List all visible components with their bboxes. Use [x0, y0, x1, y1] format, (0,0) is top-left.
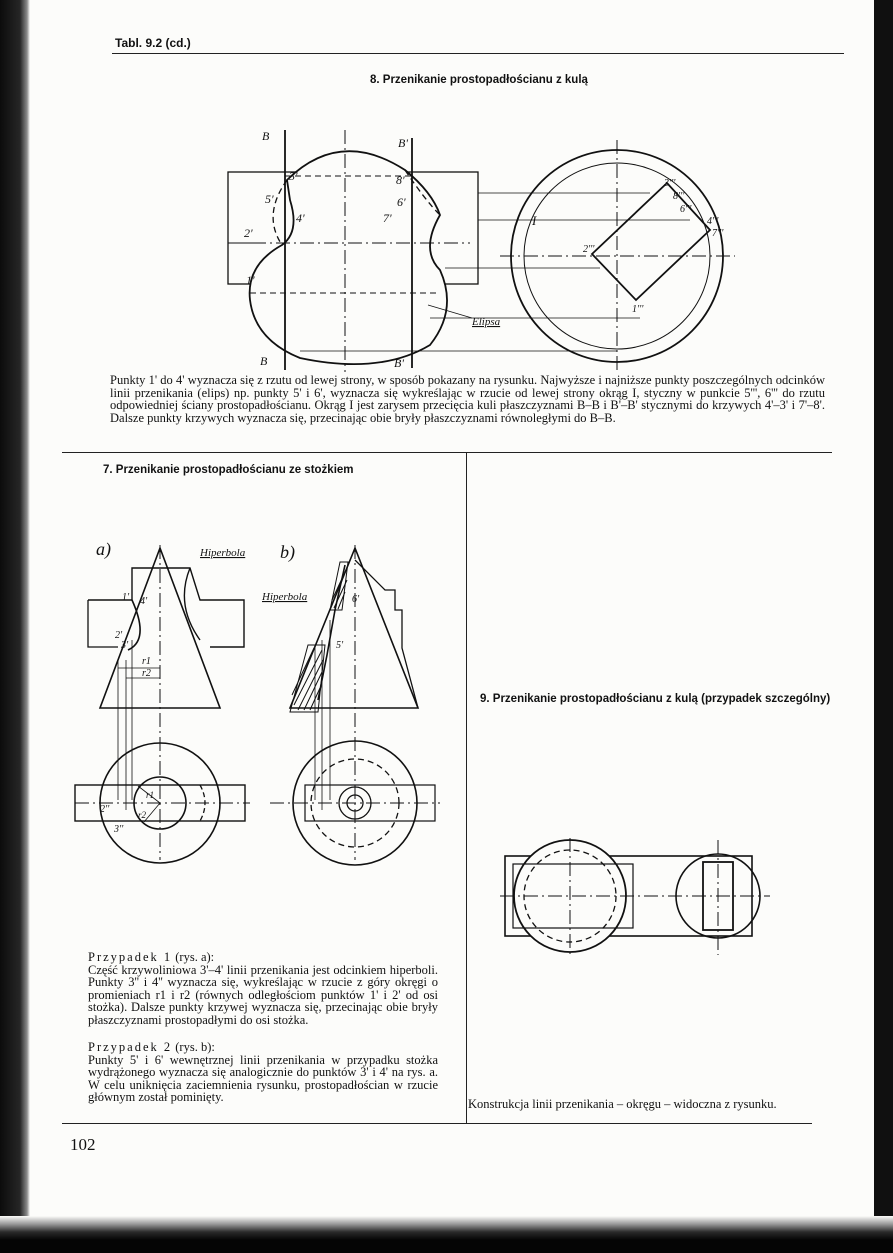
case-1-text: Przypadek 1 (rys. a): Część krzywoliniow…: [88, 950, 438, 1027]
svg-text:2''': 2''': [583, 244, 595, 255]
svg-text:2': 2': [115, 630, 123, 641]
section-9-caption: Konstrukcja linii przenikania – okręgu –…: [468, 1097, 777, 1111]
svg-text:4': 4': [140, 596, 148, 607]
section-7-drawing: [74, 545, 770, 955]
svg-text:2': 2': [244, 226, 253, 240]
svg-text:7''': 7''': [712, 228, 724, 239]
svg-text:r1: r1: [142, 656, 151, 667]
section-7-title: 7. Przenikanie prostopadłościanu ze stoż…: [103, 464, 354, 476]
book-spine-shadow: [0, 0, 30, 1253]
svg-text:3': 3': [288, 169, 298, 183]
sphere-front-outline: [248, 150, 448, 366]
section-8-text: Punkty 1' do 4' wyznacza się z rzutu od …: [110, 373, 825, 425]
svg-text:6': 6': [397, 195, 406, 209]
label-hiperbola-a: Hiperbola: [199, 547, 246, 559]
label-B-top: B: [262, 129, 270, 143]
header-rule: [112, 53, 844, 54]
svg-text:4': 4': [296, 211, 305, 225]
page-number: 102: [70, 1135, 96, 1154]
svg-text:2'': 2'': [100, 804, 110, 815]
section-divider: [62, 452, 832, 453]
svg-text:1': 1': [246, 273, 255, 287]
footer-rule: [62, 1123, 812, 1124]
label-B-bottom: B: [260, 354, 268, 368]
svg-text:1''': 1''': [632, 304, 644, 315]
section-9-title: 9. Przenikanie prostopadłościanu z kulą …: [480, 693, 831, 705]
label-Bp-bottom: B': [394, 356, 404, 370]
table-header: Tabl. 9.2 (cd.): [115, 36, 191, 50]
column-divider: [466, 453, 467, 1123]
svg-text:4''': 4''': [707, 216, 719, 227]
hatched-section: [289, 561, 349, 713]
svg-text:5': 5': [265, 192, 274, 206]
svg-text:8': 8': [396, 173, 405, 187]
svg-text:a): a): [96, 539, 111, 560]
section-8-title: 8. Przenikanie prostopadłościanu z kulą: [370, 74, 588, 86]
svg-text:8''': 8''': [673, 191, 685, 202]
scan-edge-bottom: [0, 1216, 893, 1253]
svg-text:3''': 3''': [663, 178, 676, 189]
label-hiperbola-b: Hiperbola: [261, 591, 308, 603]
svg-text:7': 7': [383, 211, 392, 225]
svg-text:r1: r1: [146, 790, 154, 800]
label-Bp-top: B': [398, 136, 408, 150]
label-ellipse: Elipsa: [471, 316, 501, 328]
svg-text:6''': 6''': [680, 204, 692, 215]
scan-edge-right: [874, 0, 893, 1253]
svg-text:b): b): [280, 542, 295, 563]
svg-text:r2: r2: [142, 668, 151, 679]
svg-text:3'': 3'': [113, 824, 124, 835]
svg-text:I: I: [531, 213, 537, 228]
svg-text:6': 6': [352, 594, 360, 605]
prism-side-outline: [590, 181, 712, 302]
svg-text:1': 1': [122, 592, 130, 603]
svg-text:3': 3': [120, 640, 129, 651]
case-2-text: Przypadek 2 (rys. b): Punkty 5' i 6' wew…: [88, 1040, 438, 1104]
svg-text:5': 5': [336, 640, 344, 651]
svg-text:r2: r2: [138, 810, 147, 820]
